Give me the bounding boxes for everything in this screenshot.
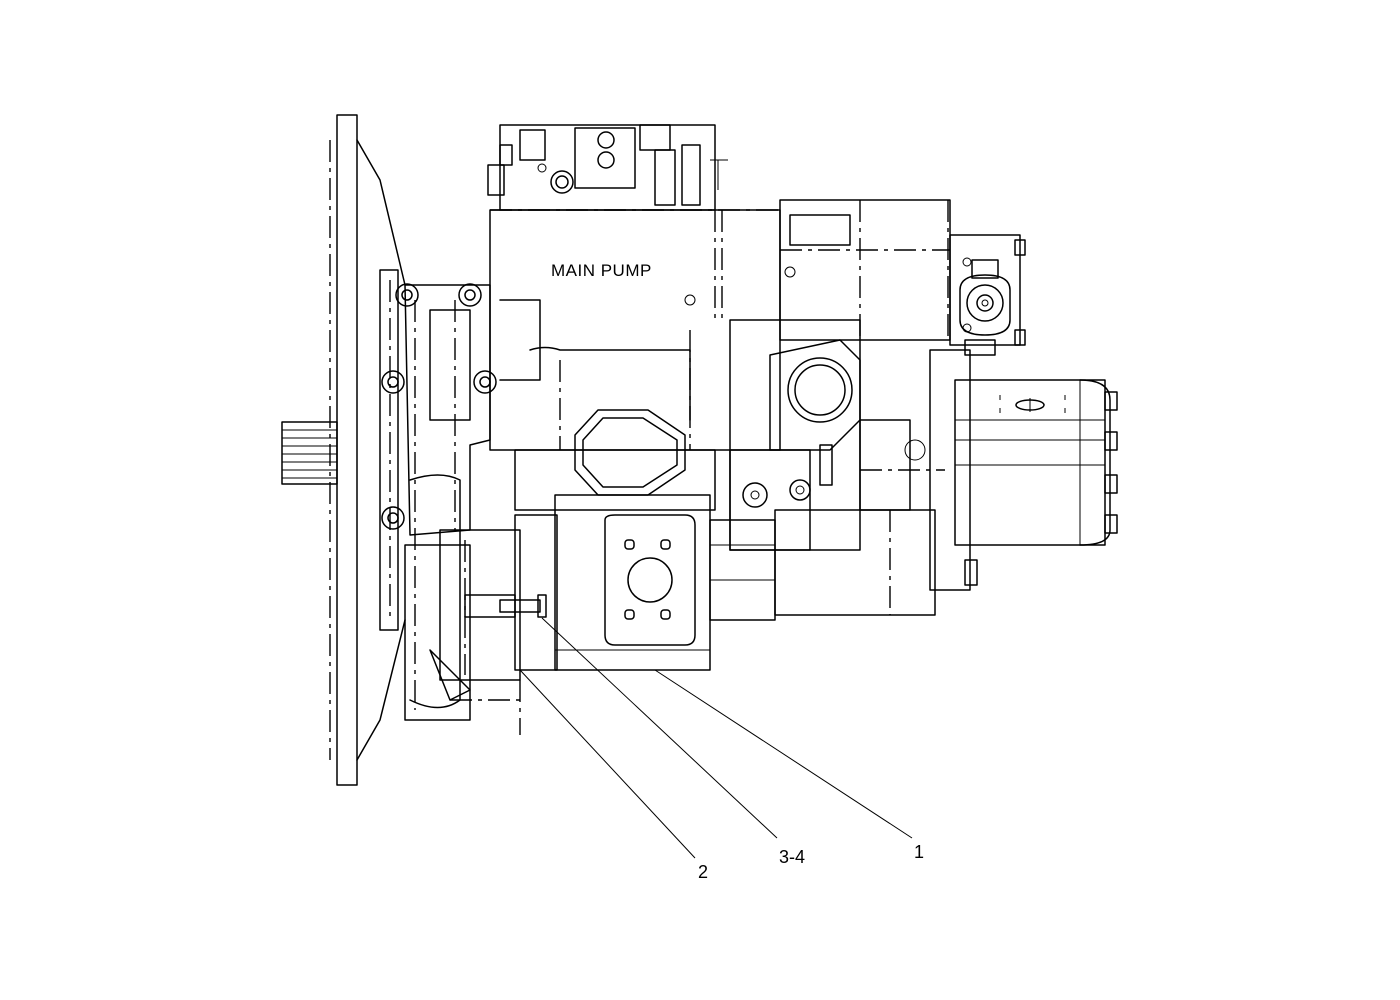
- rear-body: [729, 199, 951, 616]
- leader-line-3-4: [541, 617, 778, 839]
- diagram-title: MAIN PUMP: [551, 261, 652, 280]
- regulator-block: [487, 124, 728, 211]
- leader-line-2: [519, 669, 696, 859]
- solenoid-valve: [949, 234, 1026, 356]
- front-housing: [404, 284, 491, 721]
- flange-bolts: [381, 283, 497, 530]
- mounting-flange: [329, 114, 406, 786]
- callout-1: 1: [914, 842, 924, 862]
- splined-shaft: [281, 421, 338, 485]
- gear-pump-rear: [904, 349, 1118, 591]
- gear-pump-cover: [439, 514, 558, 735]
- leader-lines: [519, 617, 913, 859]
- callout-3-4: 3-4: [779, 847, 805, 867]
- leader-line-1: [654, 669, 913, 839]
- callout-2: 2: [698, 862, 708, 882]
- main-pump-body: [489, 209, 796, 451]
- gear-pump-front: [554, 494, 776, 671]
